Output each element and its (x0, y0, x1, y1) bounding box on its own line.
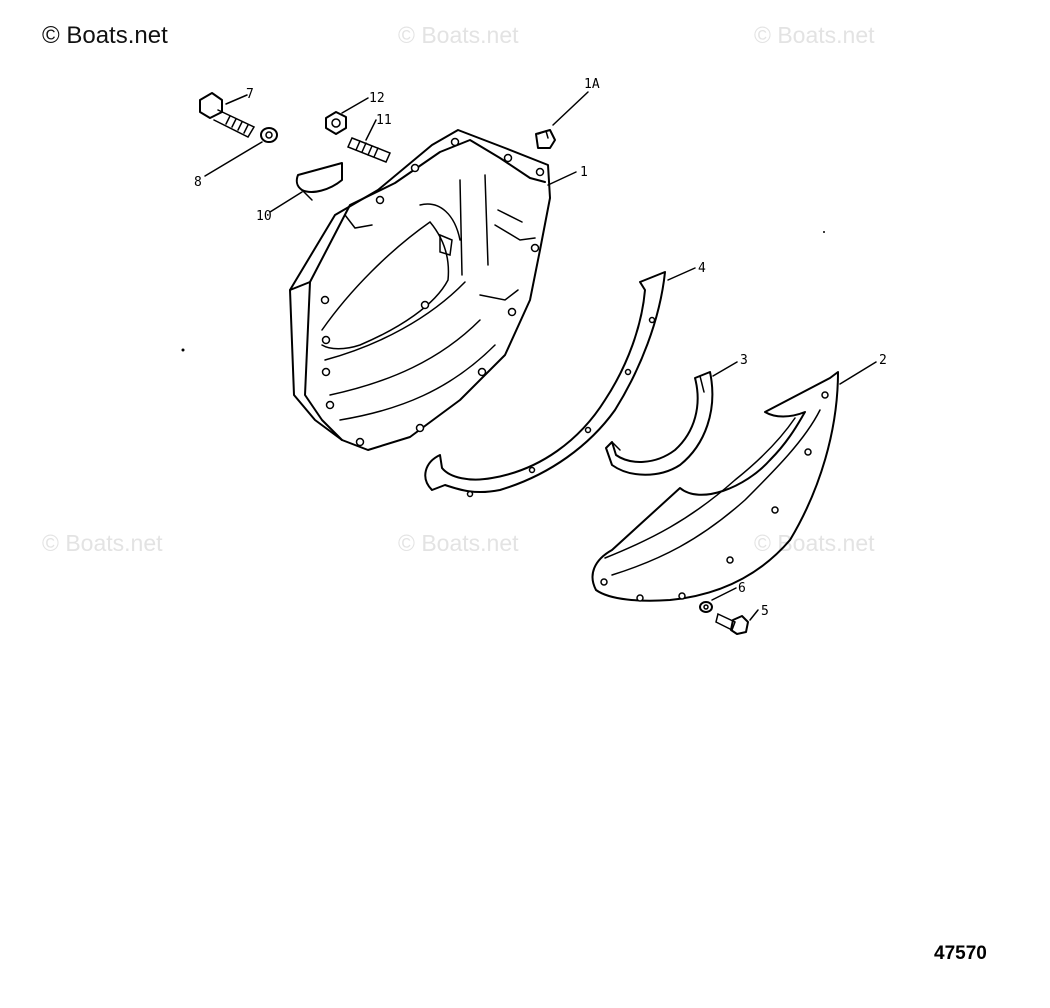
callout-6: 6 (738, 581, 746, 596)
watermark-faint: © Boats.net (42, 530, 163, 556)
gasket-part[interactable] (424, 271, 666, 498)
callout-4: 4 (698, 261, 706, 276)
leader-lines (204, 91, 877, 621)
watermark-faint: © Boats.net (754, 22, 875, 48)
callout-2: 2 (879, 353, 887, 368)
callout-12: 12 (369, 91, 385, 106)
callout-1: 1 (580, 165, 588, 180)
stud-part[interactable] (346, 137, 392, 163)
callout-3: 3 (740, 353, 748, 368)
watermark-faint: © Boats.net (398, 22, 519, 48)
seal-part[interactable] (605, 371, 714, 476)
drawing-number: 47570 (934, 943, 987, 964)
washer-part[interactable] (260, 127, 278, 143)
screw-part[interactable] (715, 612, 749, 635)
callout-1a: 1A (584, 77, 600, 92)
callout-10: 10 (256, 209, 272, 224)
small-washer-part[interactable] (699, 601, 713, 613)
nut-part[interactable] (325, 111, 347, 135)
callout-11: 11 (376, 113, 392, 128)
watermark-main: © Boats.net (42, 22, 168, 49)
flywheel-housing[interactable] (289, 129, 551, 451)
watermark-faint: © Boats.net (754, 530, 875, 556)
callout-5: 5 (761, 604, 769, 619)
callout-8: 8 (194, 175, 202, 190)
callout-7: 7 (246, 87, 254, 102)
cover-plate-part[interactable] (591, 371, 839, 602)
watermark-faint: © Boats.net (398, 530, 519, 556)
bolt-part[interactable] (199, 92, 256, 138)
plug-part[interactable] (535, 129, 556, 149)
clip-part[interactable] (295, 162, 343, 201)
